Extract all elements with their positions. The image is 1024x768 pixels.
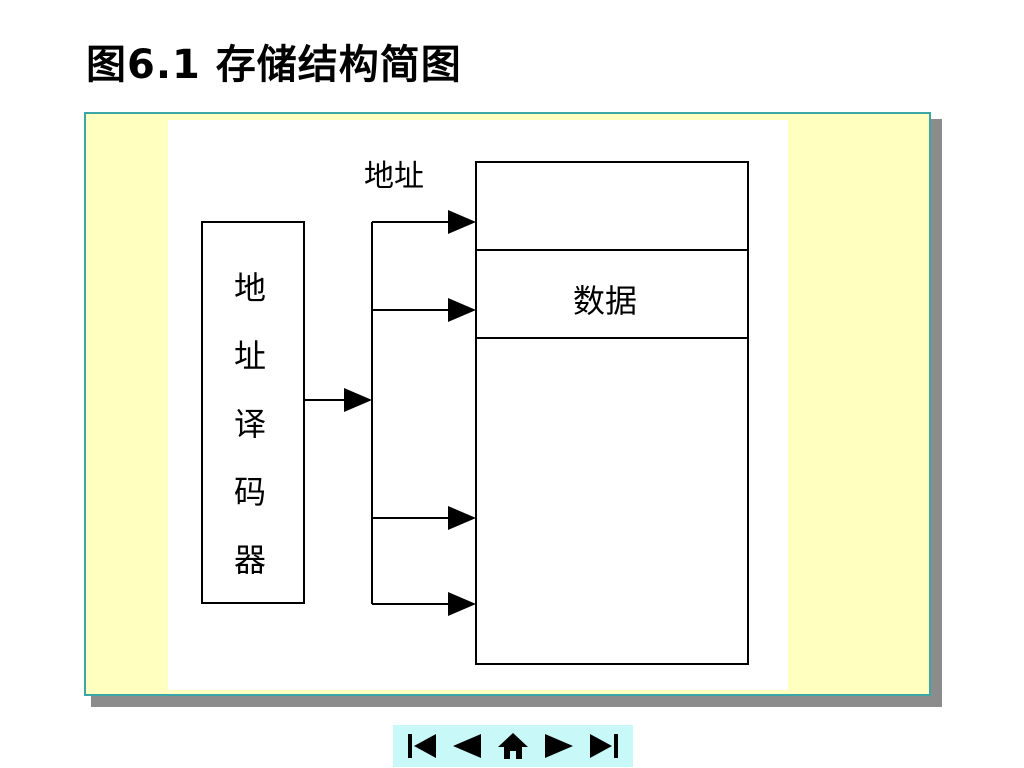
decoder-box: [201, 221, 305, 604]
address-arrow-4: [448, 592, 476, 616]
figure-panel: 地址 数据 地 址 译 码 器: [84, 112, 931, 696]
first-page-icon: [407, 734, 436, 758]
memory-block: [475, 161, 749, 665]
previous-page-icon: [453, 734, 482, 758]
slide-navigation: [393, 725, 633, 767]
first-page-button[interactable]: [402, 728, 442, 764]
decoder-char: 地: [233, 269, 266, 307]
address-arrow-3: [448, 506, 476, 530]
last-page-button[interactable]: [584, 728, 624, 764]
address-label: 地址: [364, 159, 424, 194]
storage-structure-diagram: 地址 数据 地 址 译 码 器: [168, 120, 788, 690]
next-page-button[interactable]: [539, 728, 579, 764]
decoder-char: 码: [233, 473, 266, 511]
decoder-char: 址: [233, 337, 266, 375]
next-page-icon: [544, 734, 573, 758]
home-icon: [497, 733, 528, 759]
address-arrow-2: [448, 298, 476, 322]
diagram-drawing: [201, 161, 749, 665]
decoder-label: 地 址 译 码 器: [226, 254, 274, 594]
last-page-icon: [590, 734, 619, 758]
decoder-char: 译: [233, 405, 266, 443]
data-label: 数据: [573, 282, 638, 320]
previous-page-button[interactable]: [447, 728, 487, 764]
decoder-output-arrow: [344, 388, 372, 412]
home-button[interactable]: [493, 728, 533, 764]
slide-title: 图6.1 存储结构简图: [86, 42, 462, 88]
decoder-char: 器: [233, 541, 266, 579]
address-arrow-1: [448, 210, 476, 234]
